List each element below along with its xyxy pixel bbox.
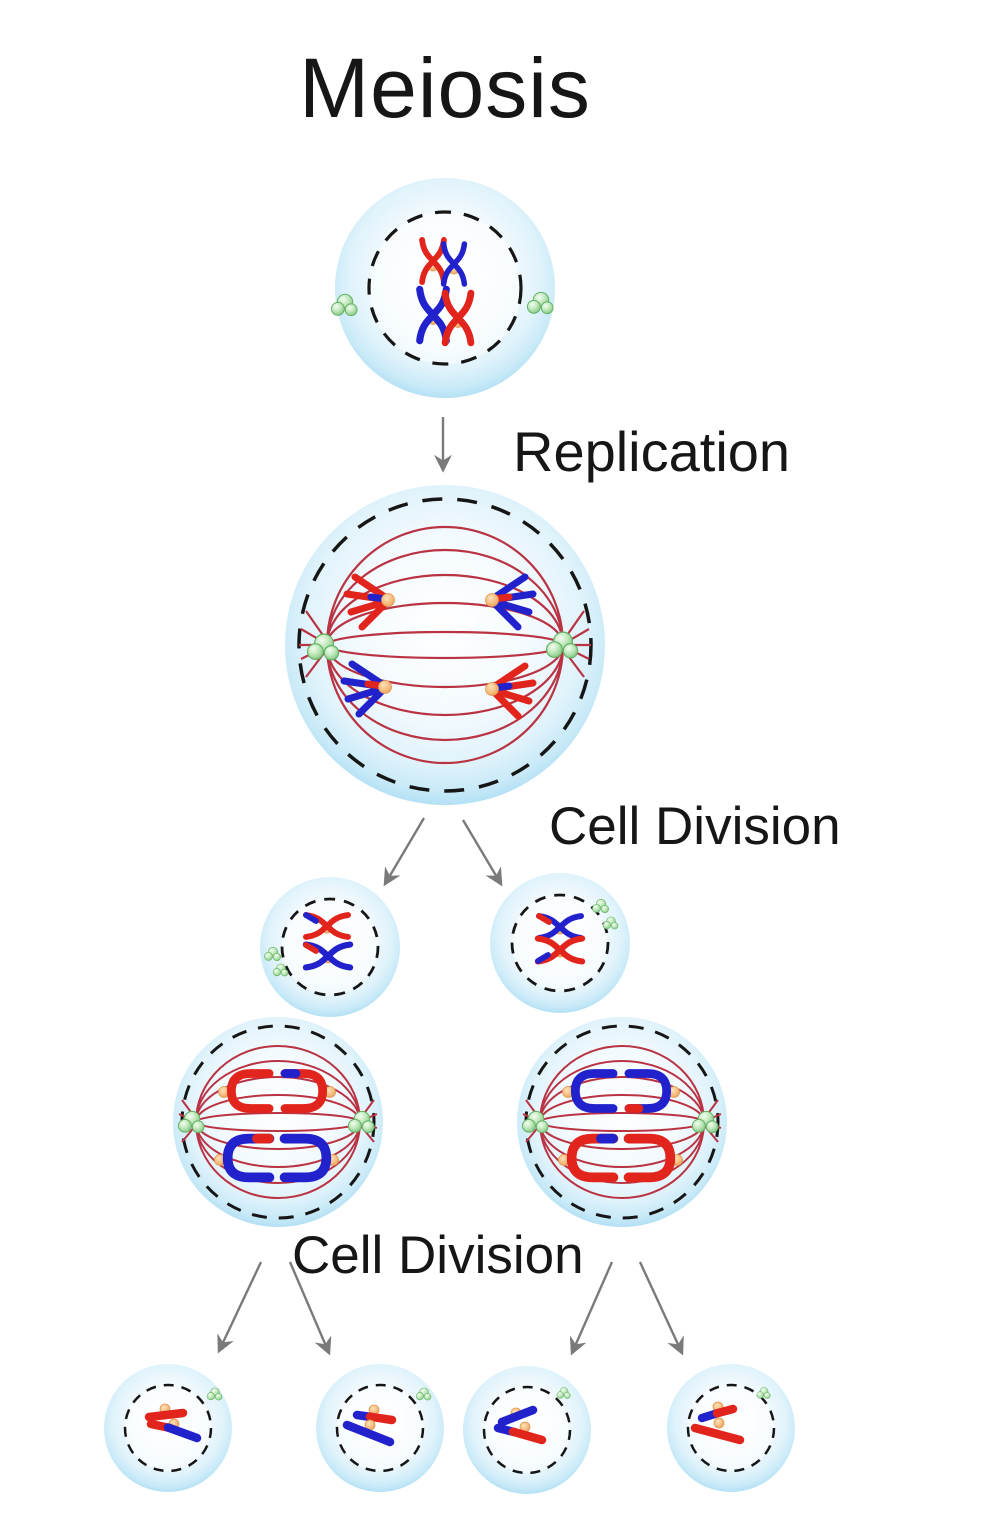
division2-arrow-3 xyxy=(569,1261,614,1356)
parent-cell xyxy=(330,178,555,398)
flow-arrows xyxy=(217,417,684,1356)
chromosome-cluster xyxy=(347,577,395,627)
division2-arrow-1 xyxy=(217,1261,263,1354)
chromosome xyxy=(306,945,350,968)
chromosome-cluster xyxy=(344,664,392,714)
chromatid-pair-top xyxy=(562,1074,680,1113)
meiosis2-spindle-cell-left xyxy=(173,1017,383,1227)
cell-membrane xyxy=(517,1017,727,1227)
gamete-cell-1 xyxy=(104,1364,232,1492)
chromatid-pair-top xyxy=(218,1069,336,1109)
nuclear-envelope xyxy=(510,893,610,993)
division2-arrow-2 xyxy=(288,1261,332,1356)
nuclear-envelope xyxy=(280,897,380,997)
chromosome xyxy=(306,912,348,937)
chromatid-pair-bottom xyxy=(214,1133,339,1178)
daughter-cell-left xyxy=(260,877,400,1017)
gamete-cell-3 xyxy=(463,1366,591,1494)
chromosome xyxy=(538,939,582,962)
division2-arrow-4 xyxy=(638,1261,684,1356)
gamete-cell-4 xyxy=(667,1364,795,1492)
daughter-cell-right xyxy=(490,873,630,1013)
page-title: Meiosis xyxy=(299,41,591,135)
division1-arrow-left xyxy=(383,817,426,887)
nuclear-envelope xyxy=(686,1383,776,1473)
division1-arrow-right xyxy=(461,819,503,887)
meiosis1-spindle-cell xyxy=(285,485,605,805)
chromosomes xyxy=(690,1401,745,1445)
replication-label: Replication xyxy=(513,420,791,483)
cell-division-label-2: Cell Division xyxy=(292,1226,584,1285)
gamete-cell-2 xyxy=(316,1364,444,1492)
cell-division-label-1: Cell Division xyxy=(549,797,841,856)
chromosomes xyxy=(144,1403,202,1443)
chromosome-cluster xyxy=(485,577,534,627)
separating-chromosomes xyxy=(344,577,533,716)
nuclear-envelope xyxy=(335,1383,425,1473)
chromosome xyxy=(539,913,581,938)
cell-membrane xyxy=(173,1017,383,1227)
chromosome-cluster xyxy=(485,666,534,716)
chromosomes xyxy=(493,1405,547,1445)
cell-membrane xyxy=(285,485,605,805)
chromatid-pair-bottom xyxy=(558,1133,683,1178)
meiosis2-spindle-cell-right xyxy=(517,1017,727,1227)
chromosomes xyxy=(342,1404,397,1447)
